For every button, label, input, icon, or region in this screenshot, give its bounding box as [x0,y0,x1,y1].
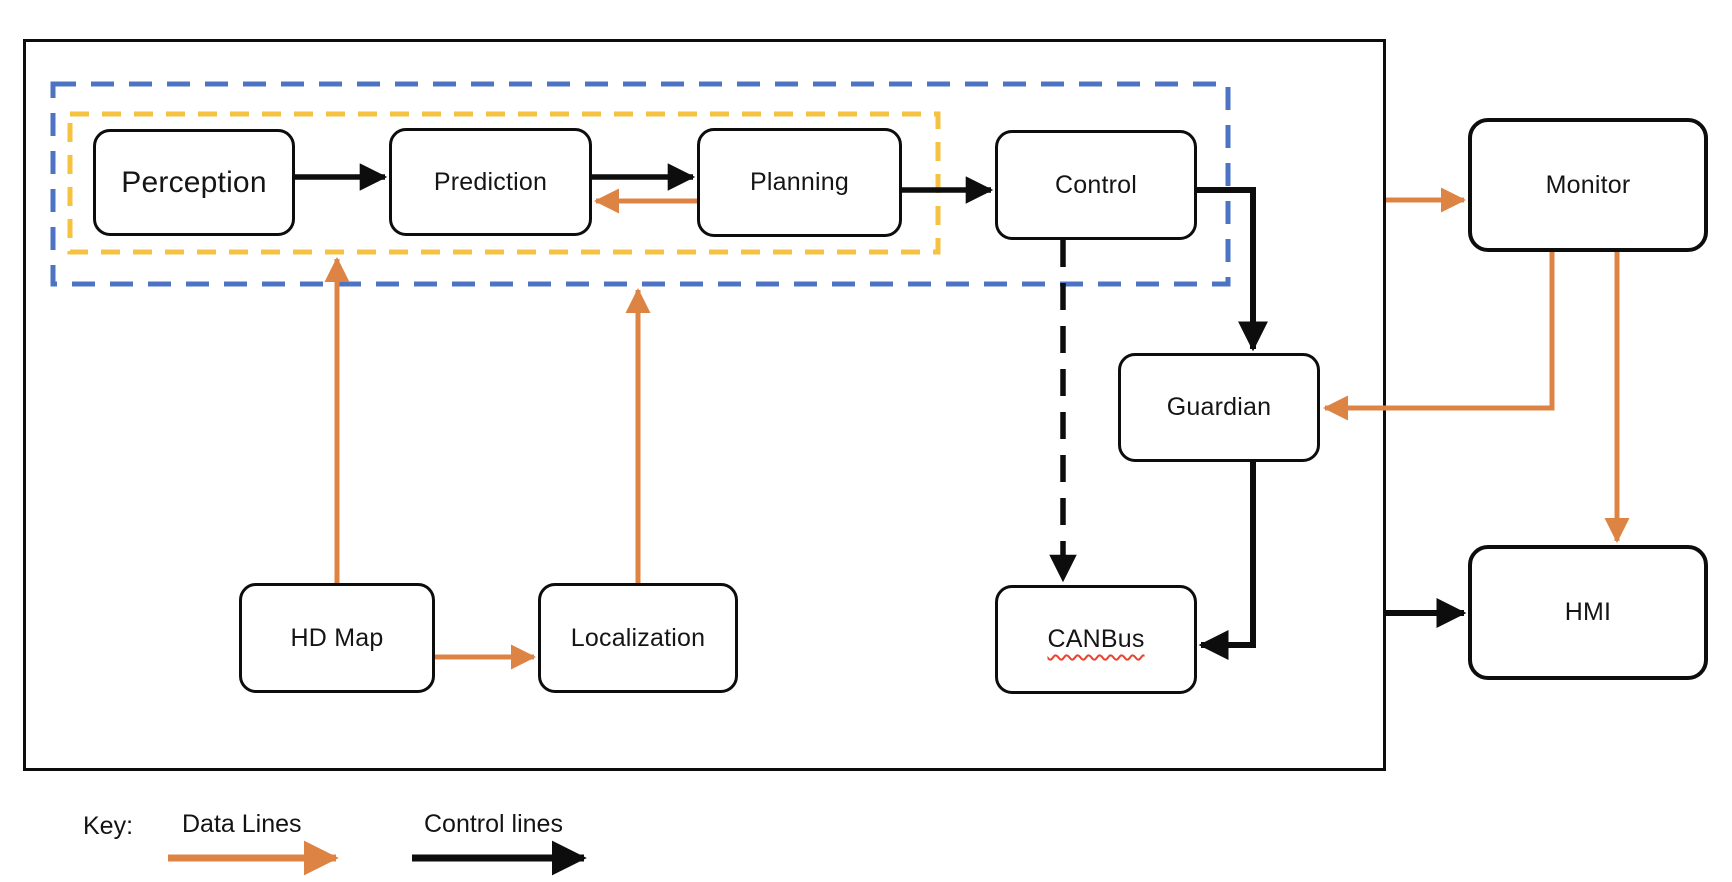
legend-key-label: Key: [83,812,134,840]
node-hd-map-label: HD Map [290,623,384,652]
yellow-dashed-group-border [67,111,941,255]
legend-data-lines-label: Data Lines [182,810,302,838]
node-control: Control [995,130,1197,240]
node-canbus: CANBus [995,585,1197,694]
vehicle-frame-border [23,39,1386,771]
node-planning: Planning [697,128,902,237]
node-control-label: Control [1055,170,1137,199]
legend-control-lines-label: Control lines [424,810,563,838]
arrow-monitor-to-guardian [1322,252,1555,421]
blue-dashed-group-border [50,81,1231,287]
node-localization: Localization [538,583,738,693]
node-canbus-label: CANBus [1047,625,1145,653]
node-guardian: Guardian [1118,353,1320,462]
node-prediction: Prediction [389,128,592,236]
node-localization-label: Localization [570,623,706,652]
arrow-guardian-to-canbus [1198,462,1256,660]
node-monitor-label: Monitor [1545,170,1631,199]
node-hmi-label: HMI [1564,598,1612,626]
node-guardian-label: Guardian [1166,393,1272,421]
node-prediction-label: Prediction [433,167,548,196]
node-perception: Perception [93,129,295,236]
node-perception-label: Perception [121,165,267,199]
node-monitor: Monitor [1468,118,1708,252]
arrow-control-to-guardian [1197,187,1268,352]
node-hd-map: HD Map [239,583,435,693]
node-planning-label: Planning [750,168,849,196]
node-hmi: HMI [1468,545,1708,680]
